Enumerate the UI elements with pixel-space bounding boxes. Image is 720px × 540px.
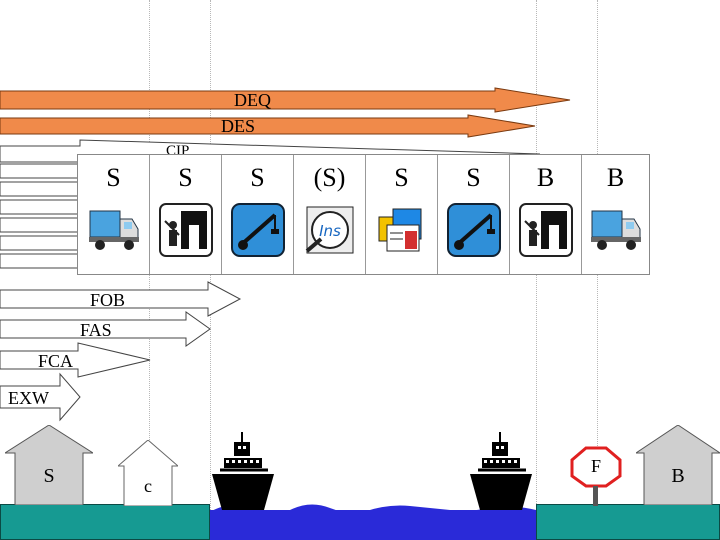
buyer-house: B (636, 425, 720, 505)
panel-column: S (438, 155, 510, 274)
party-letter: S (78, 163, 149, 193)
frontier-sign-label: F (570, 456, 622, 477)
panel-column: B (582, 155, 649, 274)
frontier-sign: F (570, 446, 622, 506)
customs-officer-icon (519, 203, 573, 257)
insurance-icon-text: Ins (319, 222, 341, 240)
hidden-arrow-stack (0, 162, 80, 274)
des-arrow: DES (0, 115, 535, 137)
panel-column: (S) Ins (294, 155, 366, 274)
documents-icon (375, 203, 429, 257)
crane-icon (231, 203, 285, 257)
fas-arrow: FAS (0, 312, 210, 346)
fas-label: FAS (80, 321, 112, 339)
ship-icon (470, 432, 542, 516)
carrier-house: c (118, 440, 178, 506)
seller-house-label: S (15, 465, 83, 488)
party-letter: (S) (294, 163, 365, 193)
party-letter: B (582, 163, 649, 193)
panel-column: S (222, 155, 294, 274)
party-letter: S (222, 163, 293, 193)
exw-label: EXW (8, 389, 49, 407)
panel-column: S (366, 155, 438, 274)
fca-label: FCA (38, 352, 73, 370)
deq-label: DEQ (234, 91, 271, 109)
party-letter: S (438, 163, 509, 193)
buyer-house-label: B (644, 465, 712, 488)
panel-column: B (510, 155, 582, 274)
carrier-house-label: c (124, 476, 172, 497)
truck-icon (589, 203, 643, 257)
responsibility-panel: S S S (S) Ins S (77, 154, 650, 275)
des-label: DES (221, 117, 255, 135)
customs-officer-icon (159, 203, 213, 257)
party-letter: S (150, 163, 221, 193)
seller-ground (0, 504, 210, 540)
party-letter: B (510, 163, 581, 193)
insurance-icon: Ins (303, 203, 357, 257)
seller-house: S (5, 425, 93, 505)
fob-label: FOB (90, 291, 125, 309)
panel-column: S (78, 155, 150, 274)
deq-arrow: DEQ (0, 88, 570, 112)
truck-icon (87, 203, 141, 257)
panel-column: S (150, 155, 222, 274)
fca-arrow: FCA (0, 343, 150, 377)
fob-arrow: FOB (0, 282, 240, 316)
buyer-ground (536, 504, 720, 540)
exw-arrow: EXW (0, 374, 80, 420)
party-letter: S (366, 163, 437, 193)
ship-icon (212, 432, 284, 516)
crane-icon (447, 203, 501, 257)
